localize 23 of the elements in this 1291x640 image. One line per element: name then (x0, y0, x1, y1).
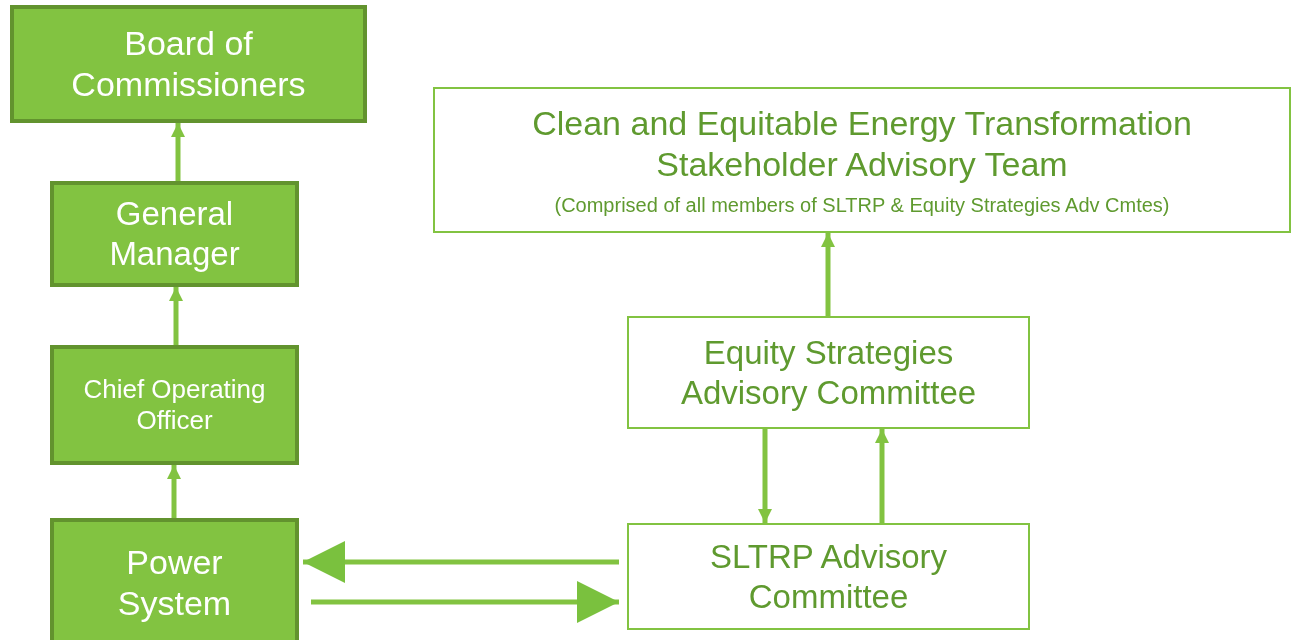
box-title: Board of Commissioners (70, 23, 307, 105)
box-title: Chief Operating Officer (82, 373, 267, 437)
committee-box (627, 523, 1030, 630)
role-box (50, 518, 299, 640)
committee-box (627, 316, 1030, 429)
box-title: SLTRP Advisory Committee (708, 536, 949, 617)
arrow (167, 465, 181, 518)
role-box (50, 345, 299, 465)
role-box (10, 5, 367, 123)
arrow (758, 429, 772, 523)
committee-box (433, 87, 1291, 233)
arrow (303, 541, 619, 583)
box-title: General Manager (108, 194, 241, 274)
arrow (171, 123, 185, 181)
box-title: Clean and Equitable Energy Transformation Stakeholder Advisory Team (531, 103, 1193, 185)
box-title: Equity Strategies Advisory Committee (679, 332, 978, 413)
role-box (50, 181, 299, 287)
arrow (821, 233, 835, 316)
box-note: (Comprised of all members of SLTRP & Equity Strategies Adv Cmtes) (554, 192, 1170, 217)
arrow (311, 581, 619, 623)
box-title: Power System (116, 542, 233, 624)
arrow (875, 429, 889, 523)
arrow (169, 287, 183, 345)
